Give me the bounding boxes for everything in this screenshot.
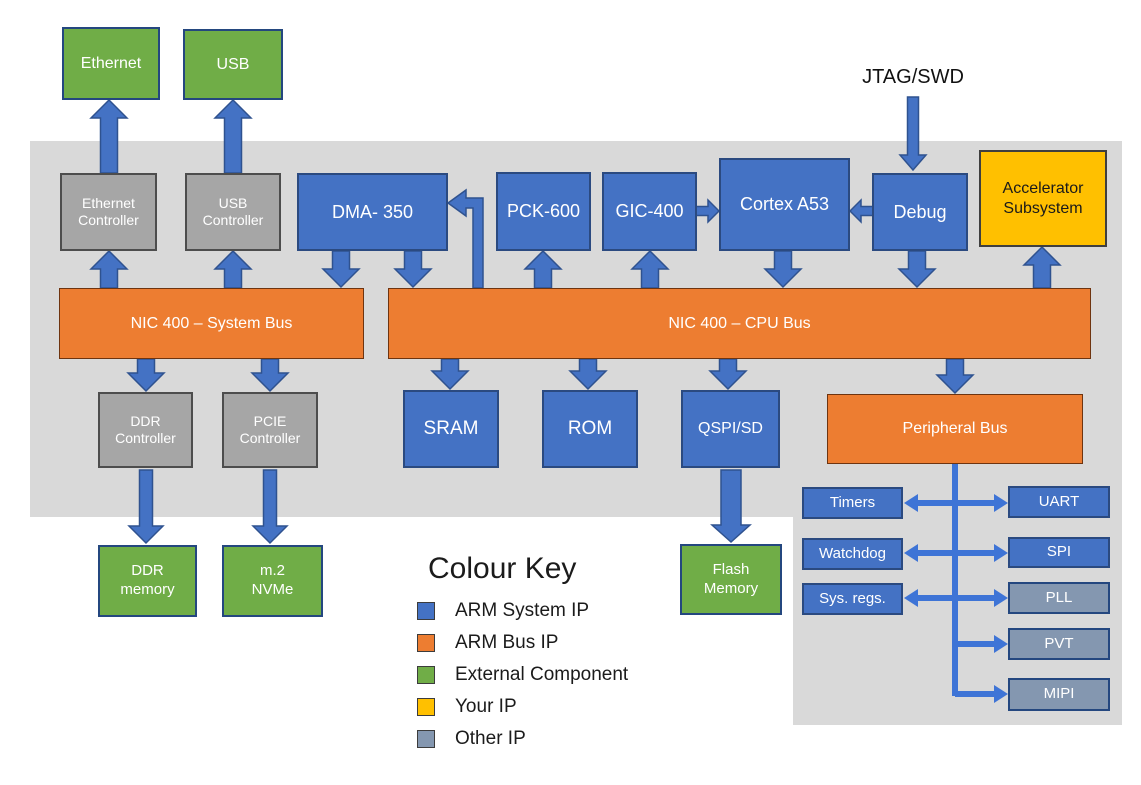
legend-swatch-your-ip bbox=[417, 698, 435, 716]
node-ddr-controller: DDR Controller bbox=[98, 392, 193, 468]
arrow bbox=[127, 469, 165, 545]
node-nic400-cpu-bus: NIC 400 – CPU Bus bbox=[388, 288, 1091, 359]
arrow bbox=[763, 250, 803, 289]
arrow bbox=[994, 544, 1008, 562]
arrow bbox=[994, 685, 1008, 703]
node-pck-600: PCK-600 bbox=[496, 172, 591, 251]
legend-label: ARM Bus IP bbox=[455, 632, 559, 653]
node-spi: SPI bbox=[1008, 537, 1110, 568]
node-accelerator-subsystem: Accelerator Subsystem bbox=[979, 150, 1107, 247]
arrow bbox=[213, 249, 253, 289]
arrow bbox=[446, 188, 484, 289]
node-qspi-sd: QSPI/SD bbox=[681, 390, 780, 468]
arrow bbox=[848, 198, 874, 224]
jtag-swd-label: JTAG/SWD bbox=[862, 66, 964, 88]
arrow bbox=[994, 589, 1008, 607]
node-ethernet-controller: Ethernet Controller bbox=[60, 173, 157, 251]
arrow bbox=[250, 358, 290, 393]
arrow bbox=[904, 544, 918, 562]
arrow bbox=[393, 250, 433, 289]
arrow bbox=[904, 494, 918, 512]
node-peripheral-bus: Peripheral Bus bbox=[827, 394, 1083, 464]
arrow bbox=[523, 249, 563, 289]
colour-key-legend: Colour Key ARM System IP ARM Bus IP Exte… bbox=[417, 552, 628, 762]
legend-label: Other IP bbox=[455, 728, 526, 749]
arrow bbox=[935, 358, 975, 395]
node-nic400-system-bus: NIC 400 – System Bus bbox=[59, 288, 364, 359]
node-flash-memory: Flash Memory bbox=[680, 544, 782, 615]
node-sram: SRAM bbox=[403, 390, 499, 468]
arrow bbox=[916, 550, 996, 556]
node-dma-350: DMA- 350 bbox=[297, 173, 448, 251]
legend-item-arm-bus-ip: ARM Bus IP bbox=[417, 632, 628, 653]
node-cortex-a53: Cortex A53 bbox=[719, 158, 850, 251]
node-timers: Timers bbox=[802, 487, 903, 519]
legend-swatch-other-ip bbox=[417, 730, 435, 748]
legend-title: Colour Key bbox=[428, 552, 577, 585]
legend-label: External Component bbox=[455, 664, 629, 685]
node-usb-controller: USB Controller bbox=[185, 173, 281, 251]
node-ddr-memory: DDR memory bbox=[98, 545, 197, 617]
node-watchdog: Watchdog bbox=[802, 538, 903, 570]
legend-label: ARM System IP bbox=[455, 600, 590, 621]
node-uart: UART bbox=[1008, 486, 1110, 518]
arrow bbox=[904, 589, 918, 607]
legend-item-external-component: External Component bbox=[417, 664, 629, 685]
node-debug: Debug bbox=[872, 173, 968, 251]
arrow bbox=[955, 691, 995, 697]
arrow bbox=[89, 98, 129, 174]
legend-label: Your IP bbox=[455, 696, 517, 717]
arrow bbox=[1022, 245, 1062, 289]
legend-swatch-arm-bus-ip bbox=[417, 634, 435, 652]
node-sys-regs: Sys. regs. bbox=[802, 583, 903, 615]
node-pcie-controller: PCIE Controller bbox=[222, 392, 318, 468]
arrow bbox=[708, 358, 748, 391]
arrow bbox=[955, 641, 995, 647]
node-m2-nvme: m.2 NVMe bbox=[222, 545, 323, 617]
arrow bbox=[916, 595, 996, 601]
arrow bbox=[898, 96, 928, 172]
legend-swatch-arm-system-ip bbox=[417, 602, 435, 620]
arrow bbox=[251, 469, 289, 545]
arrow bbox=[213, 98, 253, 174]
arrow bbox=[630, 249, 670, 289]
arrow bbox=[994, 494, 1008, 512]
node-usb: USB bbox=[183, 29, 283, 100]
node-ethernet: Ethernet bbox=[62, 27, 160, 100]
node-pll: PLL bbox=[1008, 582, 1110, 614]
node-mipi: MIPI bbox=[1008, 678, 1110, 711]
node-gic-400: GIC-400 bbox=[602, 172, 697, 251]
legend-item-your-ip: Your IP bbox=[417, 696, 628, 717]
arrow bbox=[994, 635, 1008, 653]
node-pvt: PVT bbox=[1008, 628, 1110, 660]
legend-swatch-external-component bbox=[417, 666, 435, 684]
legend-item-other-ip: Other IP bbox=[417, 728, 628, 749]
node-rom: ROM bbox=[542, 390, 638, 468]
arrow bbox=[695, 198, 721, 224]
arrow bbox=[126, 358, 166, 393]
arrow bbox=[430, 358, 470, 391]
arrow bbox=[568, 358, 608, 391]
arrow bbox=[952, 464, 958, 696]
arrow bbox=[916, 500, 996, 506]
legend-item-arm-system-ip: ARM System IP bbox=[417, 600, 628, 621]
arrow bbox=[710, 469, 752, 544]
arrow bbox=[897, 250, 937, 289]
arrow bbox=[321, 250, 361, 289]
arrow bbox=[89, 249, 129, 289]
